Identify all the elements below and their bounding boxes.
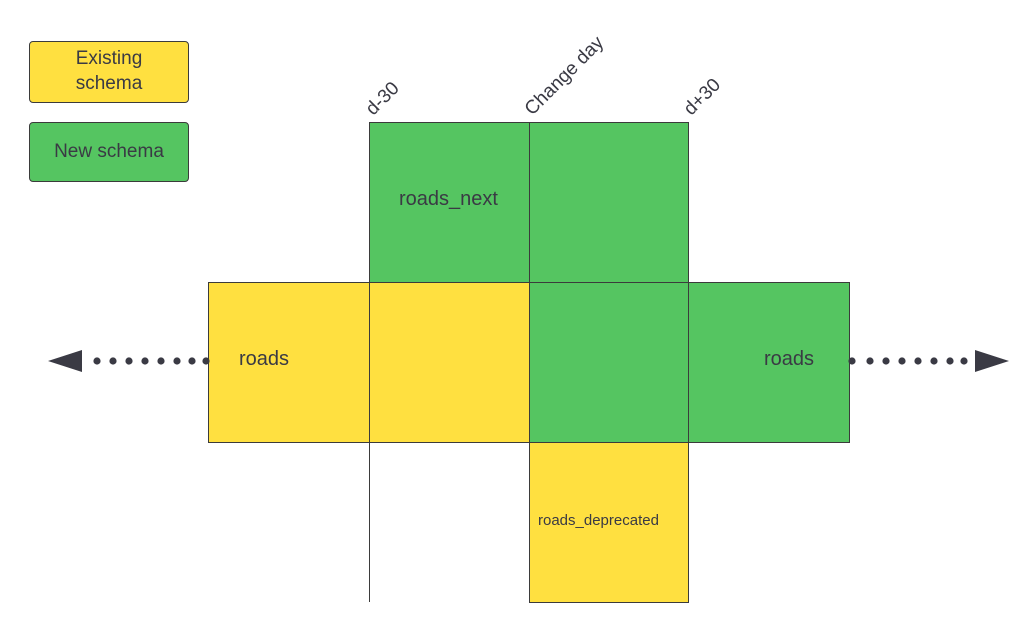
roads-old-cell-2	[369, 282, 530, 443]
left-dotted-line	[93, 357, 210, 365]
legend-new-schema: New schema	[29, 122, 189, 182]
roads-new-cell-1	[529, 282, 689, 443]
roads-deprecated-cell	[529, 442, 689, 603]
roads-left-label: roads	[239, 348, 290, 370]
roads-next-label: roads_next	[399, 188, 498, 210]
legend-existing-label: Existing schema	[75, 48, 143, 94]
left-arrowhead-icon	[48, 350, 82, 372]
right-dotted-line	[848, 357, 968, 365]
legend-existing-schema: Existing schema	[29, 41, 189, 103]
roads-right-label: roads	[764, 348, 815, 370]
roads-deprecated-label: roads_deprecated	[538, 512, 659, 529]
right-arrowhead-icon	[975, 350, 1009, 372]
roads-old-cell-1	[208, 282, 370, 443]
legend-new-label: New schema	[54, 140, 164, 162]
